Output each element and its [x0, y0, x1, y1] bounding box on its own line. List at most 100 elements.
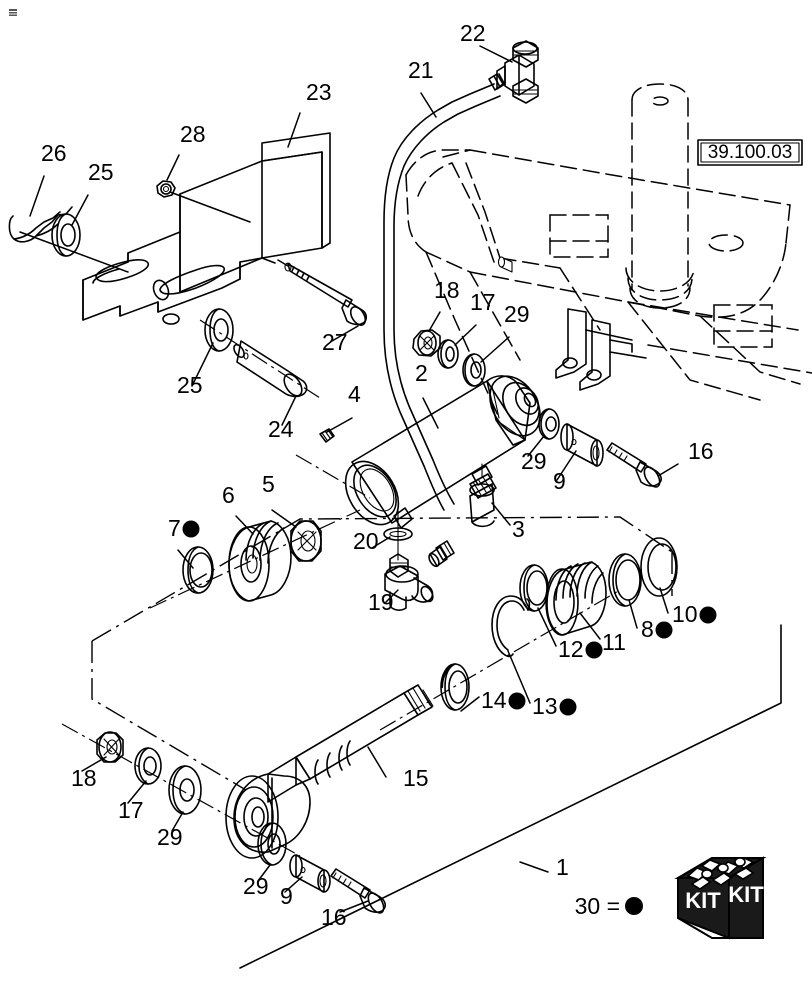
- reference-box: 39.100.03: [697, 139, 803, 166]
- callout-labels: 1234567891011121314151616171718181920212…: [41, 20, 717, 930]
- part-19-elbow-fitting: [384, 553, 434, 611]
- frame-peg: [497, 256, 513, 273]
- callout-9b: 9: [280, 883, 293, 909]
- part-29c-bushing: [168, 765, 202, 815]
- callout-number-29c: 29: [157, 824, 183, 850]
- callout-26: 26: [41, 140, 67, 166]
- callout-3: 3: [512, 516, 525, 542]
- callout-28-leader: [166, 154, 180, 181]
- callout-number-20: 20: [353, 528, 379, 554]
- callout-number-16b: 16: [321, 904, 347, 930]
- callout-17a-leader: [454, 324, 477, 346]
- part-10-oring: [640, 537, 678, 597]
- part-8-oring: [608, 553, 642, 607]
- callout-bullet-10: [699, 606, 717, 624]
- callout-number-12: 12: [558, 636, 584, 662]
- callout-number-18a: 18: [434, 277, 460, 303]
- callout-24-leader: [281, 395, 297, 426]
- callout-27: 27: [322, 329, 348, 355]
- callout-18a-leader: [428, 311, 441, 332]
- part-18b-locknut: [96, 731, 124, 763]
- callout-18a: 18: [434, 277, 460, 303]
- callout-number-4: 4: [348, 381, 361, 407]
- callout-7: 7: [168, 515, 200, 541]
- callout-21: 21: [408, 57, 434, 83]
- part-16a-bolt: [606, 442, 662, 488]
- callout-2: 2: [415, 360, 428, 386]
- callout-bullet-14: [508, 692, 526, 710]
- callout-26-leader: [29, 175, 45, 217]
- callout-number-2: 2: [415, 360, 428, 386]
- callout-number-15: 15: [403, 765, 429, 791]
- part-17b-washer: [134, 747, 162, 785]
- callout-17b: 17: [118, 797, 144, 823]
- callout-2-leader: [422, 397, 439, 429]
- callout-6-leader: [235, 515, 254, 535]
- part-9a-spacer: [560, 423, 604, 467]
- part-28-nut: [156, 180, 176, 198]
- callout-9b-leader: [284, 876, 303, 893]
- callout-number-29d: 29: [243, 873, 269, 899]
- callout-12: 12: [558, 636, 603, 662]
- callout-25b: 25: [177, 372, 203, 398]
- callout-4-leader: [326, 417, 353, 433]
- part-9b-spacer: [289, 854, 331, 893]
- callout-20-leader: [371, 536, 391, 549]
- piston-group-center-line: [149, 509, 361, 609]
- part-24-center-line: [199, 319, 321, 399]
- callout-16a: 16: [688, 438, 714, 464]
- part-23-mounting-bracket: [82, 132, 331, 325]
- callout-18b: 18: [71, 765, 97, 791]
- callout-4: 4: [348, 381, 361, 407]
- callout-8-leader: [628, 599, 638, 629]
- callout-14-leader: [460, 696, 480, 712]
- callout-16b-leader: [339, 900, 369, 913]
- part-28-assembly-line: [169, 191, 251, 223]
- callout-number-21: 21: [408, 57, 434, 83]
- callout-number-24: 24: [268, 416, 294, 442]
- callout-16b: 16: [321, 904, 347, 930]
- callout-28: 28: [180, 121, 206, 147]
- callout-12-leader: [537, 607, 557, 647]
- callout-number-23: 23: [306, 79, 332, 105]
- part-27-bolt: [284, 262, 368, 326]
- part-11-seal-stack: [545, 561, 607, 636]
- part-26-assembly-line: [19, 231, 129, 273]
- callout-number-25b: 25: [177, 372, 203, 398]
- callout-number-29a: 29: [504, 301, 530, 327]
- callout-29a: 29: [504, 301, 530, 327]
- callout-17a: 17: [470, 289, 496, 315]
- part-24-pin: [233, 340, 308, 398]
- kit-bullet-symbol: [625, 897, 643, 915]
- callout-number-7: 7: [168, 515, 181, 541]
- frame-mount-brackets: [555, 308, 647, 391]
- callout-10: 10: [672, 601, 717, 627]
- callout-number-8: 8: [641, 616, 654, 642]
- callout-11-leader: [579, 612, 601, 640]
- part-29a-bushing: [462, 353, 486, 387]
- assembly-boundary-bracket: [239, 624, 782, 969]
- callout-23-leader: [287, 112, 301, 148]
- callout-number-29b: 29: [521, 448, 547, 474]
- part-7-backup-ring: [182, 546, 214, 594]
- callout-number-26: 26: [41, 140, 67, 166]
- callout-13: 13: [532, 693, 577, 719]
- callout-number-17b: 17: [118, 797, 144, 823]
- callout-number-28: 28: [180, 121, 206, 147]
- kit-box-face-label: KIT: [685, 888, 721, 913]
- callout-9a-leader: [556, 450, 577, 481]
- callout-bullet-8: [655, 621, 673, 639]
- part-13-snap-ring: [491, 595, 531, 658]
- callout-1-leader: [519, 861, 549, 873]
- callout-29c-leader: [171, 811, 184, 832]
- callout-number-27: 27: [322, 329, 348, 355]
- callout-15: 15: [403, 765, 429, 791]
- callout-number-1: 1: [556, 854, 569, 880]
- callout-29d-leader: [257, 864, 271, 882]
- kit-legend-text: 30 =: [575, 893, 620, 919]
- callout-29b-leader: [527, 435, 545, 457]
- callout-number-22: 22: [460, 20, 486, 46]
- rod-group-center-line: [379, 589, 621, 731]
- callout-number-14: 14: [481, 687, 507, 713]
